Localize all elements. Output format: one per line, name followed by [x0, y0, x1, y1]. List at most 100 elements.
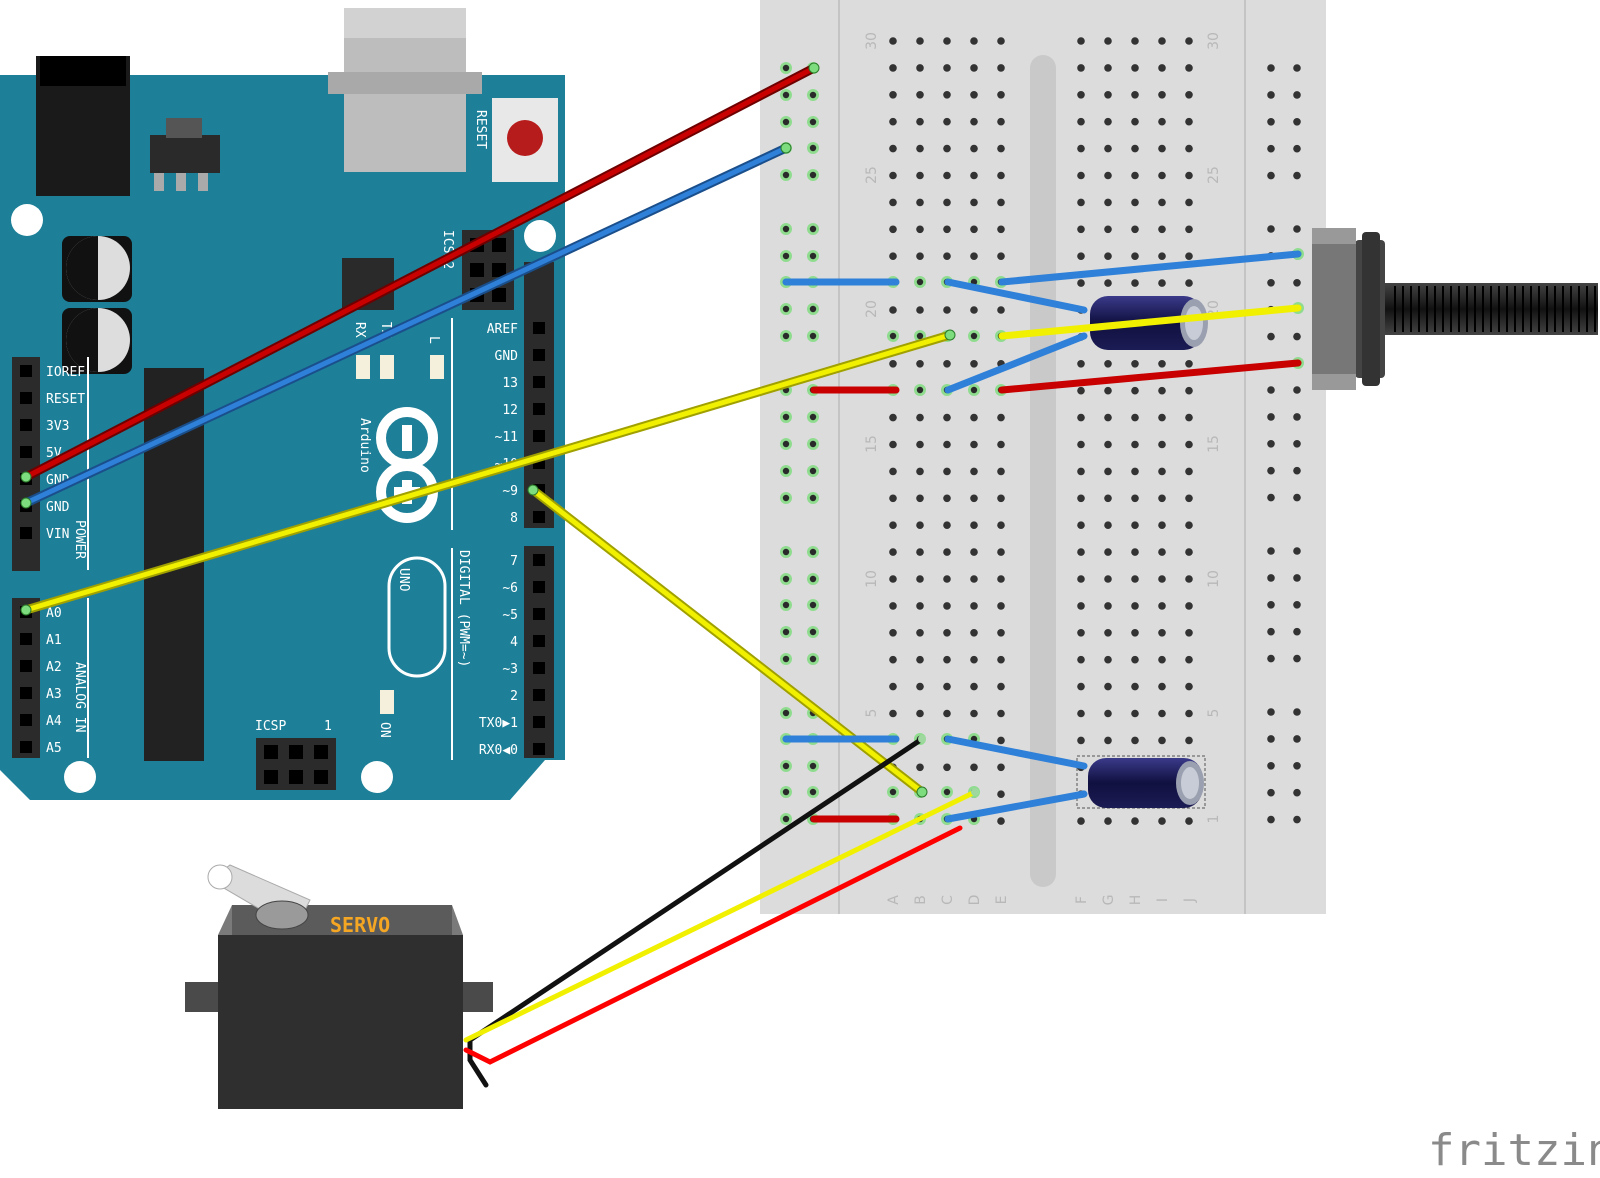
header-pin[interactable]	[533, 581, 545, 593]
rail-hole	[1267, 815, 1275, 824]
analog-pin-label: A5	[46, 741, 62, 756]
breadboard-hole	[1185, 817, 1193, 825]
breadboard-hole	[1185, 494, 1193, 503]
breadboard-hole	[943, 629, 951, 637]
digital-pin-label: AREF	[487, 322, 518, 337]
breadboard-hole	[916, 64, 924, 72]
wire-end	[944, 329, 956, 341]
breadboard-hole	[1158, 682, 1166, 691]
breadboard-hole	[970, 629, 978, 637]
rail-hole	[1267, 735, 1275, 743]
digital-pin-label: TX0▶1	[479, 716, 518, 731]
breadboard-hole	[916, 467, 924, 476]
rail-hole	[1267, 332, 1275, 341]
breadboard-hole	[970, 360, 978, 368]
breadboard-hole	[997, 521, 1005, 529]
header-pin[interactable]	[20, 660, 32, 672]
rail-hole	[1267, 413, 1275, 421]
breadboard-hole	[1185, 279, 1193, 287]
rx-led	[356, 355, 370, 379]
column-letter-left: B	[913, 895, 929, 905]
breadboard-hole	[889, 575, 897, 583]
breadboard-hole	[916, 225, 924, 234]
header-pin[interactable]	[533, 511, 545, 523]
breadboard-hole	[943, 709, 951, 718]
breadboard-hole	[970, 575, 978, 583]
digital-pin-label: 7	[510, 554, 518, 569]
breadboard-hole	[1131, 117, 1139, 126]
header-pin[interactable]	[20, 365, 32, 377]
row-number-left: 15	[864, 435, 880, 453]
breadboard-hole	[997, 682, 1005, 691]
header-pin[interactable]	[20, 446, 32, 458]
header-pin[interactable]	[20, 687, 32, 699]
breadboard-hole	[1185, 64, 1193, 72]
breadboard-hole	[1104, 736, 1112, 745]
rail-hole	[1293, 547, 1301, 555]
breadboard-hole	[889, 548, 897, 556]
breadboard-hole	[1077, 629, 1085, 637]
header-pin[interactable]	[20, 419, 32, 431]
rail-hole	[1267, 144, 1275, 153]
breadboard-hole	[1104, 575, 1112, 583]
header-pin[interactable]	[533, 554, 545, 566]
breadboard-hole	[970, 440, 978, 449]
header-pin[interactable]	[533, 322, 545, 334]
header-pin[interactable]	[20, 714, 32, 726]
fritzing-watermark: fritzing	[1428, 1125, 1600, 1176]
breadboard-hole	[1104, 521, 1112, 529]
header-pin[interactable]	[20, 633, 32, 645]
column-letter-right: F	[1074, 896, 1090, 904]
header-pin[interactable]	[20, 527, 32, 539]
breadboard-hole	[970, 306, 978, 314]
breadboard-hole	[997, 440, 1005, 449]
header-pin[interactable]	[533, 689, 545, 701]
breadboard-hole	[1185, 91, 1193, 99]
breadboard-hole	[943, 682, 951, 691]
wire-end	[20, 497, 32, 509]
breadboard-hole	[1104, 144, 1112, 153]
breadboard-hole	[970, 198, 978, 207]
breadboard-hole	[1158, 575, 1166, 583]
header-pin[interactable]	[533, 608, 545, 620]
digital-pin-label: 13	[502, 376, 518, 391]
digital-pin-label: ~9	[502, 484, 518, 499]
breadboard-hole	[1077, 817, 1085, 825]
breadboard-hole	[889, 171, 897, 180]
header-pin[interactable]	[533, 662, 545, 674]
breadboard-hole	[1131, 440, 1139, 449]
rail-hole	[1267, 601, 1275, 609]
breadboard-hole	[997, 736, 1005, 745]
header-pin[interactable]	[533, 349, 545, 361]
rail-hole	[1267, 708, 1275, 716]
breadboard-hole	[1077, 521, 1085, 529]
header-pin[interactable]	[533, 430, 545, 442]
breadboard-hole	[1077, 494, 1085, 503]
breadboard-hole	[1077, 413, 1085, 422]
header-pin[interactable]	[20, 741, 32, 753]
breadboard-hole	[970, 144, 978, 153]
breadboard-hole	[1158, 117, 1166, 126]
header-pin[interactable]	[533, 635, 545, 647]
potentiometer[interactable]	[1312, 228, 1598, 390]
header-pin[interactable]	[533, 716, 545, 728]
breadboard-hole	[1077, 602, 1085, 610]
breadboard-hole	[997, 790, 1005, 798]
breadboard-hole	[916, 655, 924, 664]
breadboard-hole	[943, 225, 951, 234]
breadboard-hole	[943, 198, 951, 207]
breadboard-hole	[970, 494, 978, 503]
header-pin[interactable]	[20, 392, 32, 404]
header-pin[interactable]	[533, 743, 545, 755]
column-letter-right: I	[1155, 898, 1171, 902]
header-pin[interactable]	[533, 376, 545, 388]
breadboard-hole	[1158, 198, 1166, 207]
breadboard-hole	[916, 198, 924, 207]
breadboard-hole	[889, 467, 897, 476]
header-pin[interactable]	[533, 403, 545, 415]
breadboard-hole	[1077, 171, 1085, 180]
row-number-left: 25	[864, 166, 880, 184]
breadboard-hole	[1158, 279, 1166, 287]
breadboard-hole	[1104, 817, 1112, 825]
breadboard-hole	[1185, 548, 1193, 556]
